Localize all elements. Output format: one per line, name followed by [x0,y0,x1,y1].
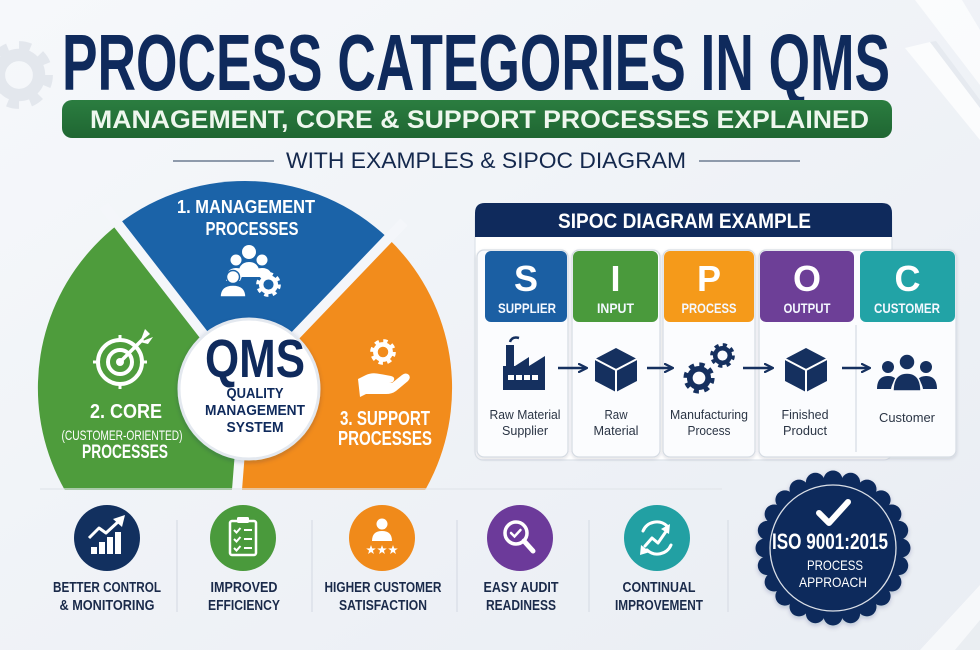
iso-badge [755,470,911,626]
benefit-icon-circle [624,505,690,571]
segment-core-qualifier: (CUSTOMER-ORIENTED) [62,427,183,443]
sipoc-label-s: SUPPLIER [498,300,556,316]
sipoc-column-supplier: S SUPPLIER Raw Material Supplier [485,251,567,438]
benefit-label-line-1: EASY AUDIT [484,580,559,596]
growth-chart-icon [87,515,125,554]
sipoc-tile-p [664,251,754,322]
segment-management [118,180,388,388]
segment-management-subtitle: PROCESSES [206,219,299,239]
sipoc-label-p: PROCESS [682,300,737,316]
sipoc-letter-p: P [697,258,721,299]
benefit-continual-improvement: CONTINUAL IMPROVEMENT [615,505,703,614]
benefit-label-line-2: EFFICIENCY [208,598,280,614]
hub-title: QMS [205,329,305,389]
banner-text: MANAGEMENT, CORE & SUPPORT PROCESSES EXP… [90,106,869,134]
qms-hub: QMS QUALITY MANAGEMENT SYSTEM [177,317,321,461]
sipoc-header [475,203,892,237]
sipoc-letter-i: I [610,258,620,299]
continual-cycle-icon [640,520,673,556]
sipoc-tile-s [485,251,567,322]
sipoc-column-customer: C CUSTOMER Customer [860,251,955,425]
benefit-label-line-1: IMPROVED [211,580,278,596]
benefit-label-line-2: IMPROVEMENT [615,598,703,614]
sipoc-letter-c: C [895,258,921,299]
segment-management-title: 1. MANAGEMENT [177,197,315,217]
badge-line-2: APPROACH [799,574,867,590]
team-gear-icon [219,245,279,298]
sipoc-label-o: OUTPUT [784,300,831,316]
clipboard-checklist-icon [228,517,258,557]
sipoc-example-o-line-2: Product [783,423,827,438]
badge-title: ISO 9001:2015 [772,529,888,554]
benefit-dividers [176,520,729,612]
badge-line-1: PROCESS [807,557,863,573]
hub-line-3: SYSTEM [227,419,284,436]
benefit-label-line-1: HIGHER CUSTOMER [325,580,442,596]
sipoc-title: SIPOC DIAGRAM EXAMPLE [558,210,811,233]
benefit-icon-circle [210,505,276,571]
benefit-label-line-2: & MONITORING [60,598,155,614]
sipoc-example-c-line-1: Customer [879,410,936,425]
sipoc-tile-o [760,251,854,322]
badge-seal [755,470,911,626]
badge-inner-ring [769,484,897,612]
sipoc-letter-s: S [514,258,538,299]
benefit-better-control: BETTER CONTROL & MONITORING [53,505,161,614]
factory-icon [503,336,545,390]
sipoc-example-i-line-1: Raw [605,407,629,422]
benefit-customer-satisfaction: HIGHER CUSTOMER SATISFACTION [325,505,442,614]
target-icon [93,329,153,389]
subtitle-banner: MANAGEMENT, CORE & SUPPORT PROCESSES EXP… [62,100,892,138]
segment-core-subtitle: PROCESSES [82,442,168,463]
sipoc-example-i-line-2: Material [594,423,639,438]
segment-support-title: 3. SUPPORT [340,408,430,430]
tagline: WITH EXAMPLES & SIPOC DIAGRAM [173,148,800,173]
benefit-label-line-1: BETTER CONTROL [53,580,161,596]
box-icon [784,348,828,392]
benefit-label-line-1: CONTINUAL [623,580,696,596]
customer-rating-icon [366,518,398,554]
benefit-label-line-2: SATISFACTION [339,598,427,614]
audit-search-icon [503,520,536,554]
sipoc-tile-c [860,251,955,322]
sipoc-column-output: O OUTPUT Finished Product [760,251,854,438]
box-icon [594,348,638,392]
sipoc-example-p-line-2: Process [688,423,731,438]
sipoc-example-p-line-1: Manufacturing [670,407,748,422]
sipoc-letter-o: O [793,258,821,299]
sipoc-diagram: SIPOC DIAGRAM EXAMPLE S SUPPLIER Raw M [474,203,957,461]
check-icon [816,499,851,526]
hand-gear-icon [358,342,410,397]
benefit-label-line-2: READINESS [486,598,556,614]
sipoc-example-o-line-1: Finished [782,407,829,422]
page-title: PROCESS CATEGORIES IN QMS [62,18,890,107]
background-decoration [905,0,980,650]
sipoc-label-i: INPUT [597,300,634,316]
benefit-audit-readiness: EASY AUDIT READINESS [484,505,559,614]
segment-core-title: 2. CORE [90,401,162,423]
sipoc-column-process: P PROCESS Manufacturing Process [664,251,754,438]
hub-line-2: MANAGEMENT [205,402,305,419]
hub-line-1: QUALITY [227,385,284,402]
sipoc-tile-i [573,251,658,322]
sipoc-column-input: I INPUT Raw Material [573,251,658,438]
segment-support-subtitle: PROCESSES [338,428,432,450]
sipoc-example-s-line-1: Raw Material [490,407,561,422]
sipoc-label-c: CUSTOMER [874,300,940,316]
tagline-text: WITH EXAMPLES & SIPOC DIAGRAM [286,148,686,173]
benefit-improved-efficiency: IMPROVED EFFICIENCY [208,505,280,614]
sipoc-example-s-line-2: Supplier [502,423,549,438]
people-icon [877,353,937,392]
benefit-icon-circle [487,505,553,571]
